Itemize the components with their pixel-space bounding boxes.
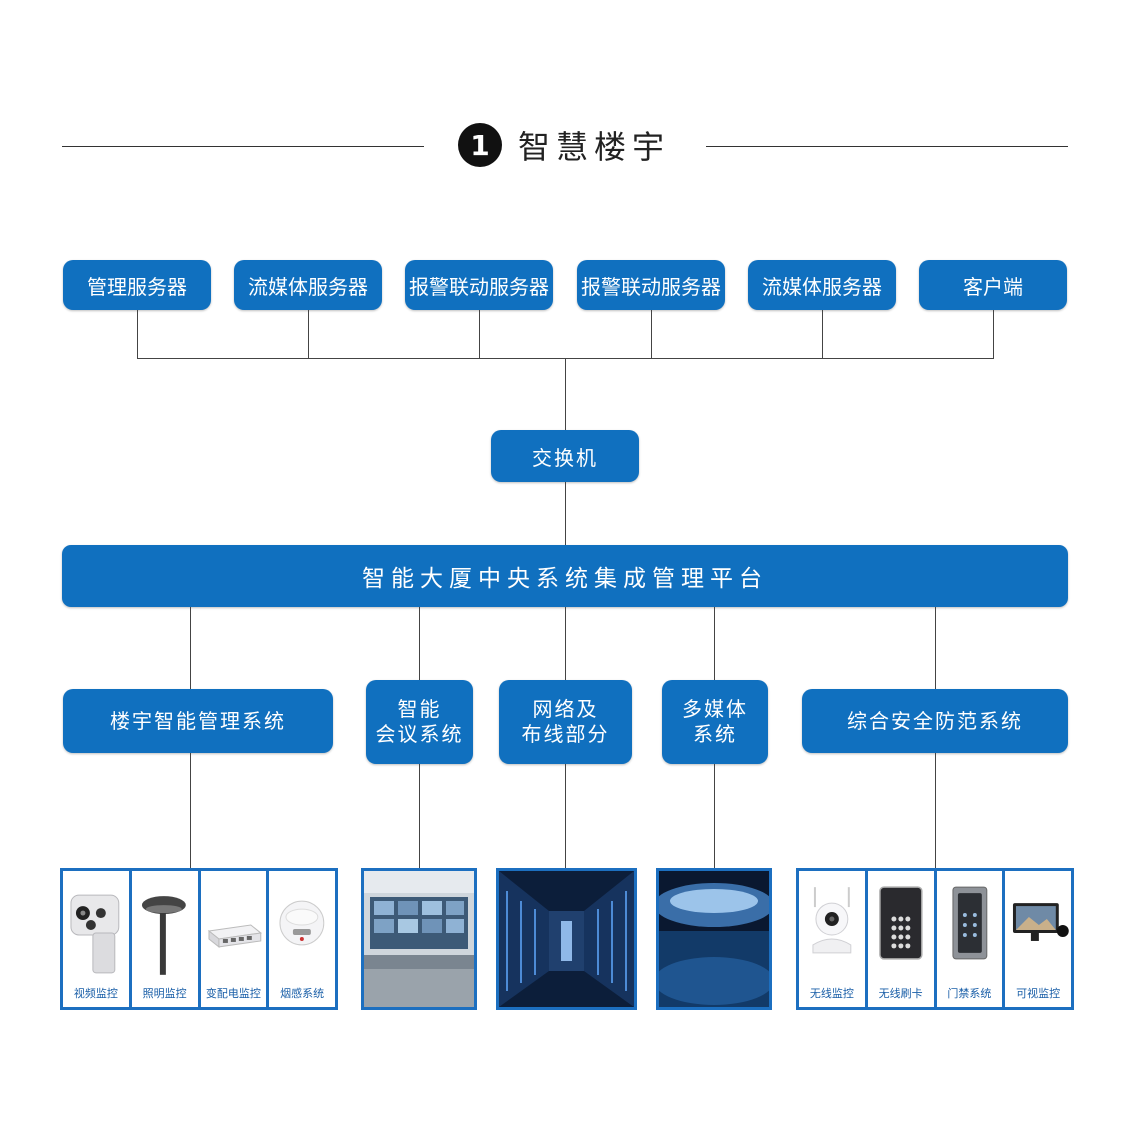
immersive-display-image xyxy=(659,871,769,1007)
device-cell-power: 变配电监控 xyxy=(200,871,267,1007)
datacenter-photo-panel xyxy=(496,868,637,1010)
subsystem-label-4b: 系统 xyxy=(693,722,737,746)
device-cell-wireless-cam: 无线监控 xyxy=(799,871,865,1007)
subsystem-label-3b: 布线部分 xyxy=(521,722,610,746)
panel-connector-2 xyxy=(419,764,420,868)
panel-connector-3 xyxy=(565,764,566,868)
central-platform-label: 智能大厦中央系统集成管理平台 xyxy=(362,566,768,592)
client-box: 客户端 xyxy=(919,260,1067,310)
central-platform-box: 智能大厦中央系统集成管理平台 xyxy=(62,545,1068,607)
device-label-smoke: 烟感系统 xyxy=(280,987,325,1000)
subsystem-multimedia: 多媒体 系统 xyxy=(662,680,768,764)
device-label-video-monitor: 可视监控 xyxy=(1016,987,1061,1000)
security-devices-panel: 无线监控 无线刷卡 门禁系统 xyxy=(796,868,1074,1010)
device-cell-lighting: 照明监控 xyxy=(131,871,198,1007)
multimedia-photo xyxy=(659,871,769,1007)
server-room-image xyxy=(499,871,634,1007)
server-label-4: 报警联动服务器 xyxy=(581,274,721,299)
device-label-card-reader: 无线刷卡 xyxy=(878,987,923,1000)
smoke-detector-icon xyxy=(279,900,325,946)
device-cell-smoke: 烟感系统 xyxy=(269,871,335,1007)
video-monitor-icon xyxy=(1013,903,1070,941)
building-devices-panel: 视频监控 照明监控 变配电监控 xyxy=(60,868,338,1010)
panel-connector-1 xyxy=(190,753,191,868)
platform-connector-4 xyxy=(714,607,715,680)
platform-connector-2 xyxy=(419,607,420,680)
server-connector-4 xyxy=(651,310,652,358)
device-cell-video-monitor: 可视监控 xyxy=(1005,871,1071,1007)
server-box-2: 流媒体服务器 xyxy=(234,260,382,310)
platform-connector-1 xyxy=(190,607,191,689)
panel-connector-5 xyxy=(935,753,936,868)
server-connector-6 xyxy=(993,310,994,358)
network-switch-icon xyxy=(207,924,262,948)
subsystem-conference: 智能 会议系统 xyxy=(366,680,473,764)
multimedia-photo-panel xyxy=(656,868,772,1010)
wireless-camera-icon xyxy=(812,887,852,954)
server-label-1: 管理服务器 xyxy=(87,274,187,299)
switch-to-platform-line xyxy=(565,482,566,545)
subsystem-building-management: 楼宇智能管理系统 xyxy=(63,689,333,753)
bus-to-switch-line xyxy=(565,358,566,430)
client-label: 客户端 xyxy=(963,274,1023,299)
card-reader-icon xyxy=(878,886,923,960)
device-cell-card-reader: 无线刷卡 xyxy=(867,871,934,1007)
server-connector-3 xyxy=(479,310,480,358)
device-label-power: 变配电监控 xyxy=(205,987,261,1000)
datacenter-photo xyxy=(499,871,634,1007)
server-label-2: 流媒体服务器 xyxy=(248,274,368,299)
device-label-wireless-cam: 无线监控 xyxy=(809,987,854,1000)
subsystem-label-4a: 多媒体 xyxy=(682,697,748,721)
server-label-5: 流媒体服务器 xyxy=(762,274,882,299)
server-box-3: 报警联动服务器 xyxy=(405,260,553,310)
device-cell-video: 视频监控 xyxy=(63,871,129,1007)
subsystem-label-2a: 智能 xyxy=(397,697,442,721)
device-label-access: 门禁系统 xyxy=(947,987,992,1000)
server-box-1: 管理服务器 xyxy=(63,260,211,310)
title-number-badge: 1 xyxy=(458,123,502,167)
title-text: 智慧楼宇 xyxy=(518,128,671,166)
control-room-image xyxy=(364,871,474,1007)
subsystem-label-2b: 会议系统 xyxy=(375,722,464,746)
server-connector-1 xyxy=(137,310,138,358)
server-label-3: 报警联动服务器 xyxy=(409,274,549,299)
server-connector-2 xyxy=(308,310,309,358)
subsystem-label-1: 楼宇智能管理系统 xyxy=(110,708,286,733)
conference-photo-panel xyxy=(361,868,477,1010)
subsystem-label-5: 综合安全防范系统 xyxy=(847,708,1023,733)
switch-label: 交换机 xyxy=(532,445,598,470)
subsystem-security: 综合安全防范系统 xyxy=(802,689,1068,753)
platform-connector-3 xyxy=(565,607,566,680)
title-rule-left xyxy=(62,146,424,147)
platform-connector-5 xyxy=(935,607,936,689)
access-keypad-icon xyxy=(951,886,987,960)
panel-connector-4 xyxy=(714,764,715,868)
camera-icon xyxy=(70,894,120,974)
street-lamp-icon xyxy=(141,896,186,975)
title-rule-right xyxy=(706,146,1068,147)
page-title: 1 智慧楼宇 xyxy=(458,120,670,170)
device-cell-access: 门禁系统 xyxy=(936,871,1003,1007)
switch-box: 交换机 xyxy=(491,430,639,482)
device-label-lighting: 照明监控 xyxy=(142,987,187,1000)
subsystem-network-cabling: 网络及 布线部分 xyxy=(499,680,632,764)
subsystem-label-3a: 网络及 xyxy=(532,697,599,721)
device-label-video: 视频监控 xyxy=(73,987,118,1000)
server-box-4: 报警联动服务器 xyxy=(577,260,725,310)
conference-photo xyxy=(364,871,474,1007)
server-box-5: 流媒体服务器 xyxy=(748,260,896,310)
server-connector-5 xyxy=(822,310,823,358)
